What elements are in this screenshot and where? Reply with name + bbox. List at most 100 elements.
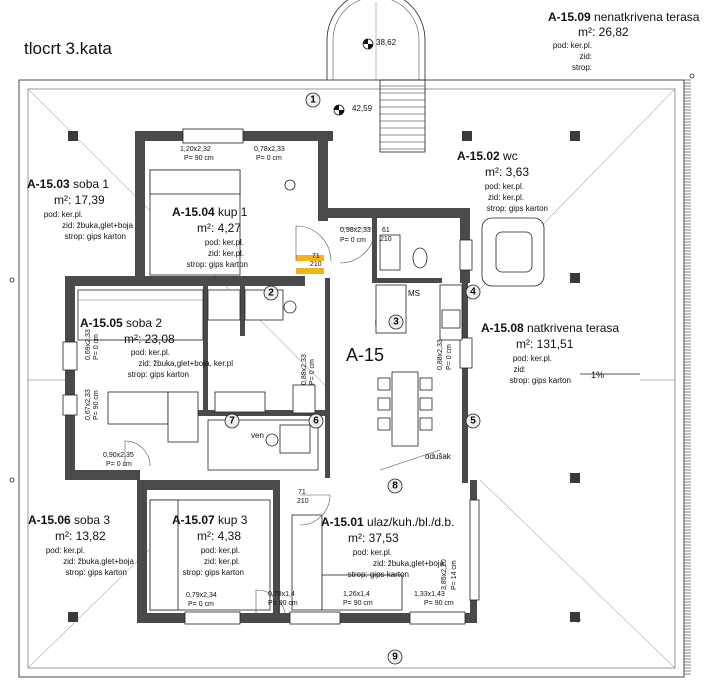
svg-text:pod: ker.pl.: pod: ker.pl. [553,41,592,50]
svg-text:zid: ker.pl.: zid: ker.pl. [204,557,240,566]
svg-text:0,90x2,35: 0,90x2,35 [103,452,134,459]
room-label-a-15-05: A-15.05 soba 2 m²: 23,08 pod: ker.pl. zi… [80,316,233,379]
stairs [379,79,426,153]
svg-text:strop: gips karton: strop: gips karton [183,568,244,577]
svg-text:42,59: 42,59 [352,104,373,113]
svg-text:1,26x1,4: 1,26x1,4 [343,591,370,598]
svg-text:m²: 13,82: m²: 13,82 [55,529,106,543]
room-label-a-15-06: A-15.06 soba 3 m²: 13,82 pod: ker.pl. zi… [28,513,135,577]
tag-marker-1: 1 [305,92,321,108]
svg-text:0,88x2,33: 0,88x2,33 [437,339,444,370]
svg-text:strop: gips karton: strop: gips karton [487,204,548,213]
windows [62,128,480,625]
room-label-a-15-07: A-15.07 kup 3 m²: 4,38 pod: ker.pl. zid:… [172,513,248,577]
svg-text:9: 9 [392,652,398,663]
svg-text:pod: ker.pl.: pod: ker.pl. [44,210,83,219]
round-terrace [326,0,426,80]
svg-text:A-15.02 wc: A-15.02 wc [457,149,518,163]
svg-text:38,62: 38,62 [376,38,397,47]
svg-text:A-15.01 ulaz/kuh./bl./d.b.: A-15.01 ulaz/kuh./bl./d.b. [321,515,454,529]
svg-text:0,69x2,33: 0,69x2,33 [85,329,92,360]
svg-text:pod: ker.pl.: pod: ker.pl. [46,546,85,555]
svg-text:P= 0 cm: P= 0 cm [188,601,214,608]
svg-text:m²: 4,27: m²: 4,27 [197,221,241,235]
svg-text:1,33x1,43: 1,33x1,43 [414,591,445,598]
svg-text:P= 90 cm: P= 90 cm [93,390,100,420]
svg-text:P= 0 cm: P= 0 cm [106,461,132,468]
svg-text:m²: 37,53: m²: 37,53 [348,531,399,545]
svg-text:P= 0 cm: P= 0 cm [309,359,316,385]
svg-text:zid: ker.pl.: zid: ker.pl. [488,193,524,202]
tag-marker-8: 8 [387,478,403,494]
svg-text:0,67x2,33: 0,67x2,33 [85,389,92,420]
furniture [77,169,545,611]
tag-marker-5: 5 [465,413,481,429]
svg-text:6: 6 [313,416,319,427]
svg-text:pod: ker.pl.: pod: ker.pl. [485,182,524,191]
svg-text:P= 0 cm: P= 0 cm [256,155,282,162]
vent-label: odušak [425,452,452,461]
apartment-label: A-15 [346,345,384,365]
svg-text:m²: 26,82: m²: 26,82 [578,25,629,39]
room-label-a-15-01: A-15.01 ulaz/kuh./bl./d.b. m²: 37,53 pod… [321,515,454,579]
svg-text:P= 14 cm: P= 14 cm [451,560,458,590]
svg-text:P= 90 cm: P= 90 cm [343,600,373,607]
svg-text:m²: 4,38: m²: 4,38 [197,529,241,543]
svg-text:P= 0 cm: P= 0 cm [340,237,366,244]
svg-text:pod: ker.pl.: pod: ker.pl. [513,354,552,363]
svg-text:1,20x2,32: 1,20x2,32 [180,146,211,153]
svg-text:strop: gips karton: strop: gips karton [348,570,409,579]
svg-text:pod: ker.pl.: pod: ker.pl. [353,548,392,557]
svg-text:A-15.07 kup 3: A-15.07 kup 3 [172,513,248,527]
room-label-a-15-03: A-15.03 soba 1 m²: 17,39 pod: ker.pl. zi… [27,177,134,241]
level-marker-top: 38,62 [362,38,397,50]
svg-text:pod: ker.pl.: pod: ker.pl. [201,546,240,555]
svg-text:3,85x2,20: 3,85x2,20 [441,559,448,590]
svg-text:0,98x2,33: 0,98x2,33 [340,227,371,234]
room-label-a-15-04: A-15.04 kup 1 m²: 4,27 pod: ker.pl. zid:… [172,205,248,269]
svg-text:P= 90 cm: P= 90 cm [268,600,298,607]
svg-text:A-15.09 nenatkrivena terasa: A-15.09 nenatkrivena terasa [548,10,700,24]
svg-text:pod: ker.pl.: pod: ker.pl. [131,348,170,357]
dimension-labels: 1,20x2,32 P= 90 cm 0,78x2,33 P= 0 cm 0,9… [85,146,458,608]
plan-title: tlocrt 3.kata [24,39,112,58]
svg-text:61: 61 [382,227,390,234]
hatched-edge [684,79,691,675]
svg-text:strop: gips karton: strop: gips karton [128,370,189,379]
svg-text:zid: žbuka,glet+boja, ker.pl: zid: žbuka,glet+boja, ker.pl [138,359,233,368]
room-label-a-15-08: A-15.08 natkrivena terasa m²: 131,51 pod… [481,321,619,385]
tag-marker-3: 3 [388,314,404,330]
svg-text:0,78x2,33: 0,78x2,33 [254,146,285,153]
svg-text:7: 7 [229,416,235,427]
svg-text:strop:: strop: [572,63,592,72]
svg-text:zid:: zid: [514,365,526,374]
door-swings [124,225,441,621]
svg-text:3: 3 [393,317,399,328]
svg-text:0,79x2,34: 0,79x2,34 [186,592,217,599]
svg-text:strop: gips karton: strop: gips karton [65,232,126,241]
svg-text:0,88x2,33: 0,88x2,33 [301,354,308,385]
svg-text:210: 210 [310,261,322,268]
svg-text:P= 0 cm: P= 0 cm [93,334,100,360]
tag-marker-4: 4 [465,284,481,300]
svg-text:m²: 131,51: m²: 131,51 [516,337,574,351]
svg-text:zid:: zid: [580,52,592,61]
ms-label: MS [408,289,420,298]
tag-marker-2: 2 [263,285,279,301]
svg-text:210: 210 [380,236,392,243]
slope-label: 1% [591,370,604,380]
svg-text:71: 71 [312,253,320,260]
svg-text:m²: 3,63: m²: 3,63 [485,165,529,179]
svg-text:P= 0 cm: P= 0 cm [446,344,453,370]
svg-text:0,78x1,4: 0,78x1,4 [268,591,295,598]
svg-text:A-15.05 soba 2: A-15.05 soba 2 [80,316,162,330]
svg-text:8: 8 [392,481,398,492]
room-label-a-15-02: A-15.02 wc m²: 3,63 pod: ker.pl. zid: ke… [457,149,548,213]
svg-text:m²: 23,08: m²: 23,08 [124,332,175,346]
svg-text:A-15.03 soba 1: A-15.03 soba 1 [27,177,109,191]
svg-text:strop: gips karton: strop: gips karton [187,260,248,269]
svg-text:pod: ker.pl.: pod: ker.pl. [205,238,244,247]
svg-text:5: 5 [470,416,476,427]
tag-marker-9: 9 [387,649,403,665]
